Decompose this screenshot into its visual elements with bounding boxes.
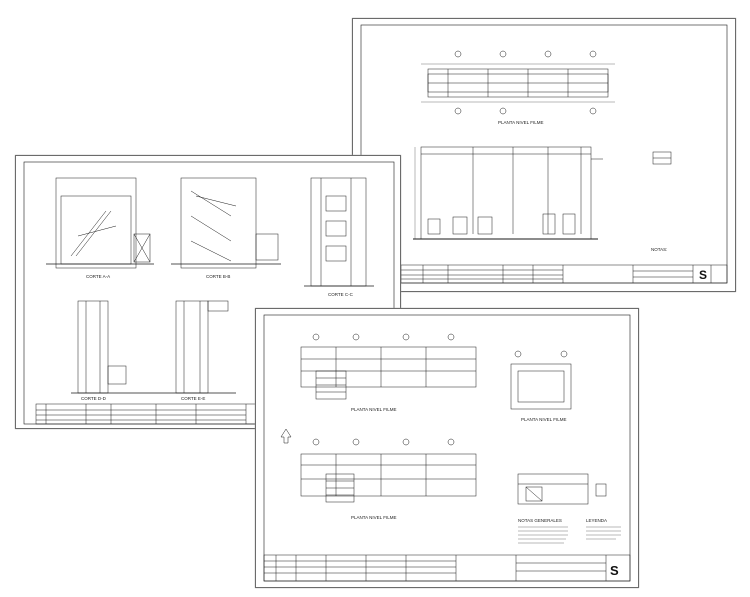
left-corte-label-c: CORTE C-C [328,292,354,297]
back-plan-title: PLANTA NIVEL FILME [498,120,544,125]
left-corte-label-b: CORTE B-B [206,274,230,279]
drawing-sheet-front: PLANTA NIVEL FILME PLANTA NIVEL FILME PL… [255,308,639,588]
front-plan-bottom-label: PLANTA NIVEL FILME [351,515,397,520]
left-corte-label-d: CORTE D-D [81,396,107,401]
left-corte-label-e: CORTE E-E [181,396,205,401]
left-corte-label-a: CORTE A-A [86,274,110,279]
sheet-back-drawing: PLANTA NIVEL FILME NOTAS: S [360,24,728,284]
front-detail-label: PLANTA NIVEL FILME [521,417,567,422]
front-plan-top-label: PLANTA NIVEL FILME [351,407,397,412]
drawing-sheet-back: PLANTA NIVEL FILME NOTAS: S [352,18,736,292]
back-notes-label: NOTAS: [651,247,667,252]
front-legend-label: LEYENDA [586,518,607,523]
front-notes-label: NOTAS GENERALES [518,518,562,523]
back-logo: S [699,268,707,282]
sheet-front-drawing: PLANTA NIVEL FILME PLANTA NIVEL FILME PL… [263,314,631,582]
front-logo: S [610,563,619,578]
